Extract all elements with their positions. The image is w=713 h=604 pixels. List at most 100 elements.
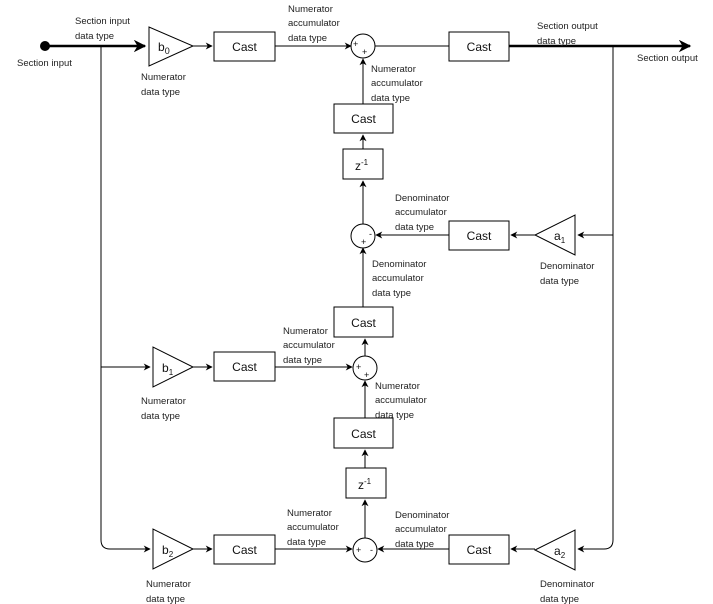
a2-type-label: Denominator data type bbox=[540, 579, 594, 604]
svg-text:-: - bbox=[370, 545, 373, 555]
svg-text:Denominator: Denominator bbox=[540, 579, 594, 590]
svg-text:accumulator: accumulator bbox=[372, 273, 424, 284]
svg-text:Numerator: Numerator bbox=[371, 64, 416, 75]
gain-a1: a1 bbox=[533, 214, 576, 256]
delay-block-1: z-1 bbox=[342, 148, 384, 180]
svg-text:+: + bbox=[356, 545, 361, 555]
b1-type-label: Numerator data type bbox=[141, 396, 186, 422]
num-acc-label-4: Numerator accumulator data type bbox=[375, 381, 427, 421]
svg-text:Denominator: Denominator bbox=[395, 510, 449, 521]
svg-text:Numerator: Numerator bbox=[146, 579, 191, 590]
cast-block-a2: Cast bbox=[448, 534, 510, 565]
num-acc-label-2: Numerator accumulator data type bbox=[371, 64, 423, 104]
svg-text:data type: data type bbox=[141, 87, 180, 98]
den-acc-label-2: Denominator accumulator data type bbox=[372, 259, 426, 299]
svg-text:Section input: Section input bbox=[75, 16, 130, 27]
svg-text:data type: data type bbox=[375, 410, 414, 421]
delay-block-2: z-1 bbox=[345, 467, 387, 499]
svg-text:Section output: Section output bbox=[537, 21, 598, 32]
gain-b0-label: b0 bbox=[158, 40, 170, 56]
section-input-type-label: Section input data type bbox=[75, 16, 130, 42]
svg-text:+: + bbox=[356, 362, 361, 372]
svg-text:data type: data type bbox=[283, 355, 322, 366]
section-input-label: Section input bbox=[17, 58, 72, 69]
svg-text:Cast: Cast bbox=[467, 543, 492, 557]
gain-b2-label: b2 bbox=[162, 543, 174, 559]
svg-text:data type: data type bbox=[395, 222, 434, 233]
num-acc-label-5: Numerator accumulator data type bbox=[287, 508, 339, 548]
svg-text:Numerator: Numerator bbox=[141, 396, 186, 407]
den-acc-label-3: Denominator accumulator data type bbox=[395, 510, 449, 550]
svg-text:Numerator: Numerator bbox=[288, 4, 333, 15]
section-output-label: Section output bbox=[637, 53, 698, 64]
sum-top: + + bbox=[350, 33, 376, 59]
svg-text:data type: data type bbox=[75, 31, 114, 42]
svg-text:Cast: Cast bbox=[232, 543, 257, 557]
svg-text:accumulator: accumulator bbox=[395, 207, 447, 218]
svg-text:Numerator: Numerator bbox=[287, 508, 332, 519]
b2-type-label: Numerator data type bbox=[146, 579, 191, 604]
b0-type-label: Numerator data type bbox=[141, 72, 186, 98]
svg-text:Denominator: Denominator bbox=[540, 261, 594, 272]
svg-text:-: - bbox=[369, 229, 372, 239]
den-acc-label-1: Denominator accumulator data type bbox=[395, 193, 449, 233]
svg-text:data type: data type bbox=[372, 288, 411, 299]
svg-text:+: + bbox=[362, 47, 367, 57]
cast-block-b0: Cast bbox=[213, 31, 276, 62]
gain-b0: b0 bbox=[148, 26, 195, 67]
svg-text:Cast: Cast bbox=[351, 427, 376, 441]
section-output-type-label: Section output data type bbox=[537, 21, 598, 47]
svg-text:accumulator: accumulator bbox=[283, 340, 335, 351]
gain-b2: b2 bbox=[152, 528, 195, 570]
svg-text:data type: data type bbox=[146, 594, 185, 604]
svg-text:accumulator: accumulator bbox=[395, 524, 447, 535]
svg-text:data type: data type bbox=[540, 594, 579, 604]
svg-text:+: + bbox=[364, 370, 369, 380]
cast-block-a1: Cast bbox=[448, 220, 510, 251]
svg-text:Denominator: Denominator bbox=[395, 193, 449, 204]
svg-text:data type: data type bbox=[537, 36, 576, 47]
svg-text:accumulator: accumulator bbox=[287, 522, 339, 533]
gain-a2-label: a2 bbox=[554, 544, 566, 560]
svg-text:Denominator: Denominator bbox=[372, 259, 426, 270]
svg-text:Numerator: Numerator bbox=[141, 72, 186, 83]
svg-text:data type: data type bbox=[540, 276, 579, 287]
svg-text:accumulator: accumulator bbox=[288, 18, 340, 29]
svg-text:Cast: Cast bbox=[232, 40, 257, 54]
gain-b1-label: b1 bbox=[162, 361, 174, 377]
left-bus-wire bbox=[100, 46, 151, 553]
num-acc-label-1: Numerator accumulator data type bbox=[288, 4, 340, 44]
svg-text:Cast: Cast bbox=[351, 112, 376, 126]
svg-text:z-1: z-1 bbox=[358, 477, 372, 492]
right-bus-wire bbox=[577, 46, 614, 553]
gain-a1-label: a1 bbox=[554, 229, 566, 245]
sum-mid: + + bbox=[352, 355, 378, 381]
cast-block-output: Cast bbox=[448, 31, 510, 62]
svg-text:z-1: z-1 bbox=[355, 158, 369, 173]
section-input-terminal bbox=[40, 41, 50, 51]
svg-text:data type: data type bbox=[141, 411, 180, 422]
svg-text:Cast: Cast bbox=[467, 229, 492, 243]
cast-block-state2: Cast bbox=[333, 417, 394, 449]
num-acc-label-3: Numerator accumulator data type bbox=[283, 326, 335, 366]
svg-text:Cast: Cast bbox=[232, 360, 257, 374]
svg-text:+: + bbox=[353, 39, 358, 49]
sum-den1: - + bbox=[350, 223, 376, 249]
svg-text:data type: data type bbox=[287, 537, 326, 548]
gain-a2: a2 bbox=[533, 529, 576, 571]
cast-block-b2: Cast bbox=[213, 534, 276, 565]
cast-block-b1: Cast bbox=[213, 351, 276, 382]
svg-text:data type: data type bbox=[395, 539, 434, 550]
cast-block-state1: Cast bbox=[333, 103, 394, 134]
svg-text:accumulator: accumulator bbox=[371, 78, 423, 89]
svg-text:data type: data type bbox=[371, 93, 410, 104]
svg-text:Numerator: Numerator bbox=[375, 381, 420, 392]
svg-text:Cast: Cast bbox=[467, 40, 492, 54]
svg-text:+: + bbox=[361, 237, 366, 247]
svg-text:Numerator: Numerator bbox=[283, 326, 328, 337]
gain-b1: b1 bbox=[152, 346, 195, 388]
cast-block-den-acc: Cast bbox=[333, 306, 394, 338]
svg-text:data type: data type bbox=[288, 33, 327, 44]
sum-bottom: + - bbox=[352, 537, 378, 563]
